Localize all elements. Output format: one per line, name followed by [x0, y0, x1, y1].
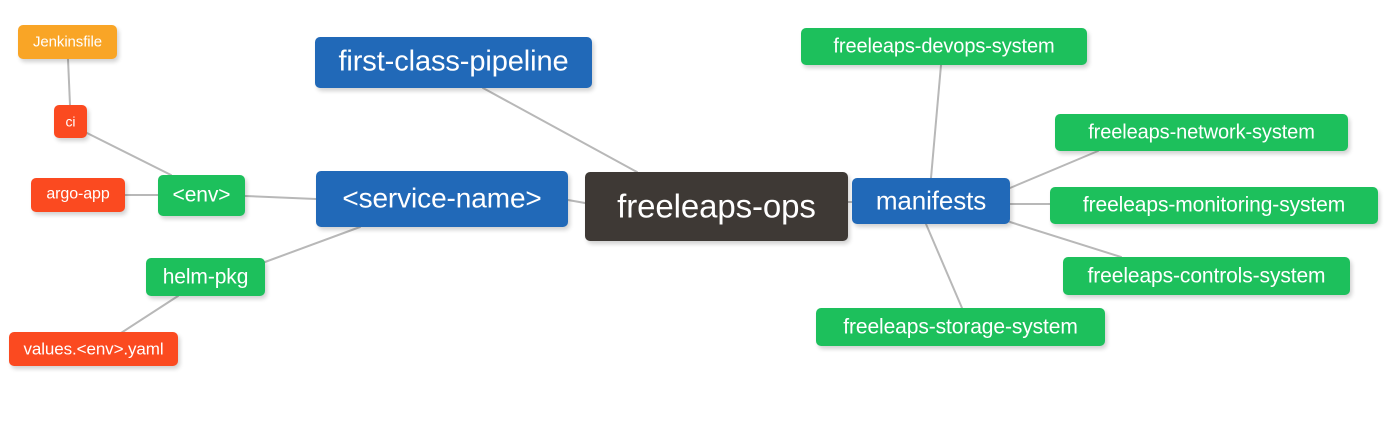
node-label-service-name: <service-name>: [342, 182, 542, 214]
edge-manifests-to-freeleaps-controls-system: [1009, 221, 1122, 258]
node-values-env-yaml[interactable]: values.<env>.yaml: [9, 332, 178, 366]
edge-env-to-service-name: [244, 195, 317, 200]
edge-manifests-to-freeleaps-network-system: [1009, 150, 1099, 189]
node-freeleaps-devops-system[interactable]: freeleaps-devops-system: [801, 28, 1087, 65]
node-label-helm-pkg: helm-pkg: [162, 265, 249, 288]
node-label-freeleaps-controls-system: freeleaps-controls-system: [1087, 264, 1326, 287]
node-label-ci: ci: [65, 113, 76, 129]
node-label-first-class-pipeline: first-class-pipeline: [338, 45, 569, 78]
node-jenkinsfile[interactable]: Jenkinsfile: [18, 25, 117, 59]
node-label-manifests: manifests: [875, 185, 987, 216]
node-freeleaps-ops[interactable]: freeleaps-ops: [585, 172, 848, 241]
node-label-freeleaps-monitoring-system: freeleaps-monitoring-system: [1082, 193, 1346, 217]
node-freeleaps-storage-system[interactable]: freeleaps-storage-system: [816, 308, 1105, 346]
node-label-env: <env>: [172, 183, 231, 207]
edge-first-class-pipeline-to-freeleaps-ops: [482, 87, 638, 173]
node-label-freeleaps-network-system: freeleaps-network-system: [1088, 121, 1315, 143]
node-freeleaps-controls-system[interactable]: freeleaps-controls-system: [1063, 257, 1350, 295]
node-label-freeleaps-ops: freeleaps-ops: [617, 187, 816, 225]
edge-ci-to-env: [86, 132, 172, 176]
edge-manifests-to-freeleaps-devops-system: [930, 64, 942, 179]
node-freeleaps-network-system[interactable]: freeleaps-network-system: [1055, 114, 1348, 151]
edge-service-name-to-freeleaps-ops: [567, 199, 586, 204]
edge-service-name-to-helm-pkg: [264, 226, 361, 263]
node-helm-pkg[interactable]: helm-pkg: [146, 258, 265, 296]
node-manifests[interactable]: manifests: [852, 178, 1010, 224]
edge-jenkinsfile-to-ci: [67, 58, 71, 106]
node-freeleaps-monitoring-system[interactable]: freeleaps-monitoring-system: [1050, 187, 1378, 224]
node-label-freeleaps-devops-system: freeleaps-devops-system: [833, 35, 1055, 57]
node-env[interactable]: <env>: [158, 175, 245, 216]
node-first-class-pipeline[interactable]: first-class-pipeline: [315, 37, 592, 88]
node-service-name[interactable]: <service-name>: [316, 171, 568, 227]
node-argo-app[interactable]: argo-app: [31, 178, 125, 212]
node-label-jenkinsfile: Jenkinsfile: [33, 33, 102, 50]
edge-helm-pkg-to-values-env-yaml: [120, 295, 179, 334]
edge-manifests-to-freeleaps-storage-system: [925, 223, 963, 309]
node-label-argo-app: argo-app: [46, 185, 110, 203]
node-label-freeleaps-storage-system: freeleaps-storage-system: [843, 315, 1078, 338]
node-ci[interactable]: ci: [54, 105, 87, 138]
node-label-values-env-yaml: values.<env>.yaml: [23, 339, 164, 358]
